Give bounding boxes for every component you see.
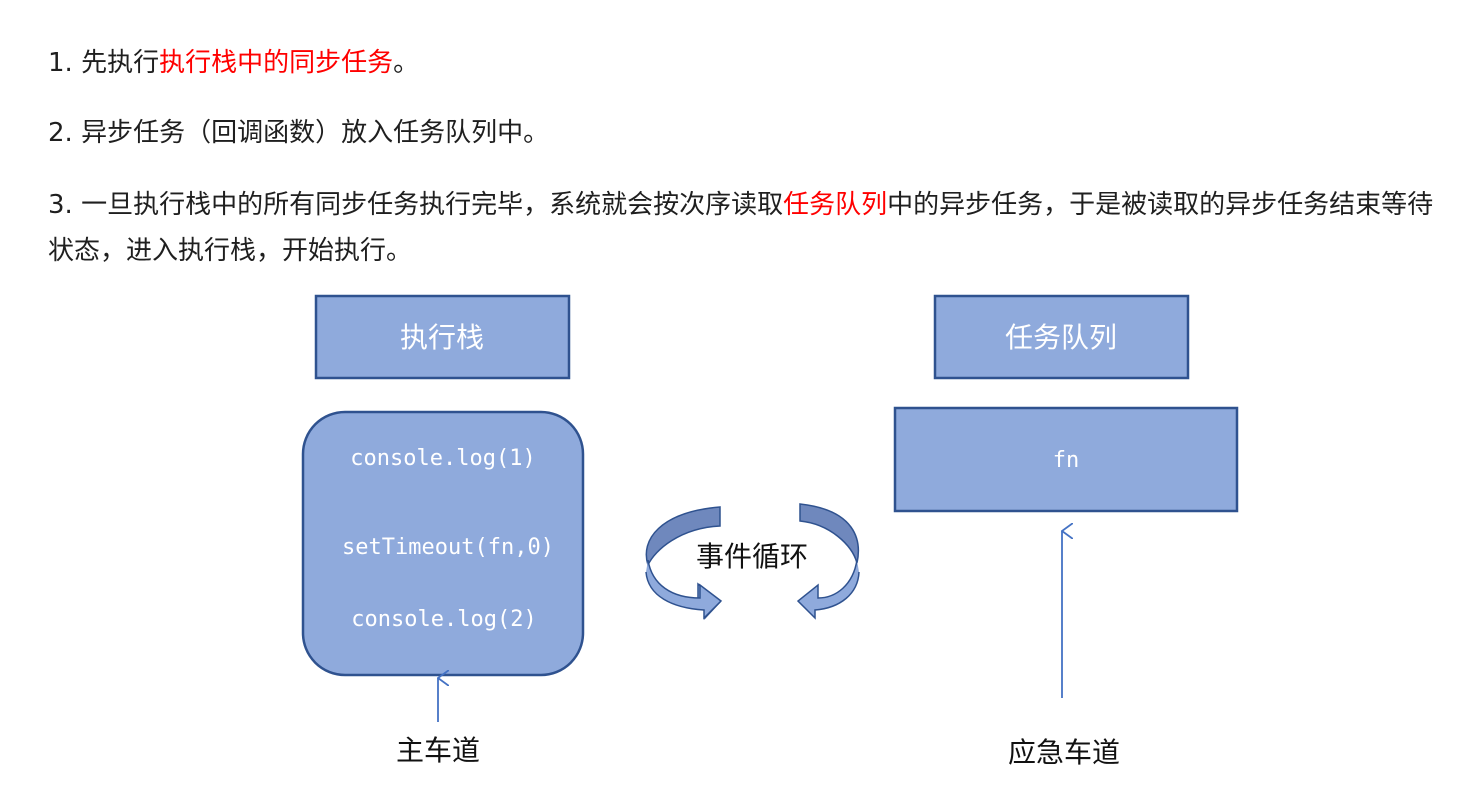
task-queue-label: 任务队列 xyxy=(1005,321,1117,354)
stack-item-1: console.log(1) xyxy=(350,446,535,471)
stack-item-2: setTimeout(fn,0) xyxy=(342,535,554,560)
step-3-suffix: 中的异步任务，于是被读取的异步任务结束等待状态，进入执行栈，开始执行。 xyxy=(48,190,1434,266)
step-1-highlight: 执行栈中的同步任务 xyxy=(159,48,394,78)
stack-item-3: console.log(2) xyxy=(351,607,536,632)
execution-stack-header xyxy=(314,294,571,380)
event-loop-label: 事件循环 xyxy=(696,540,808,573)
step-3-highlight: 任务队列 xyxy=(783,190,888,220)
task-queue-body xyxy=(893,406,1239,513)
step-3-text: 3. 一旦执行栈中的所有同步任务执行完毕，系统就会按次序读取任务队列中的异步任务… xyxy=(48,182,1443,274)
step-3-prefix: 3. 一旦执行栈中的所有同步任务执行完毕，系统就会按次序读取 xyxy=(48,190,784,220)
task-queue-header xyxy=(933,294,1190,380)
main-lane-label: 主车道 xyxy=(396,734,480,767)
event-loop-arrows xyxy=(645,503,860,620)
step-1-suffix: 。 xyxy=(393,48,420,78)
step-1-text: 1. 先执行执行栈中的同步任务。 xyxy=(48,40,1443,86)
execution-stack-label: 执行栈 xyxy=(400,321,484,354)
step-1-prefix: 1. 先执行 xyxy=(48,48,160,78)
queue-item: fn xyxy=(1053,448,1080,473)
step-2-content: 2. 异步任务（回调函数）放入任务队列中。 xyxy=(48,118,550,148)
step-2-text: 2. 异步任务（回调函数）放入任务队列中。 xyxy=(48,110,1443,156)
emergency-lane-label: 应急车道 xyxy=(1008,736,1120,769)
